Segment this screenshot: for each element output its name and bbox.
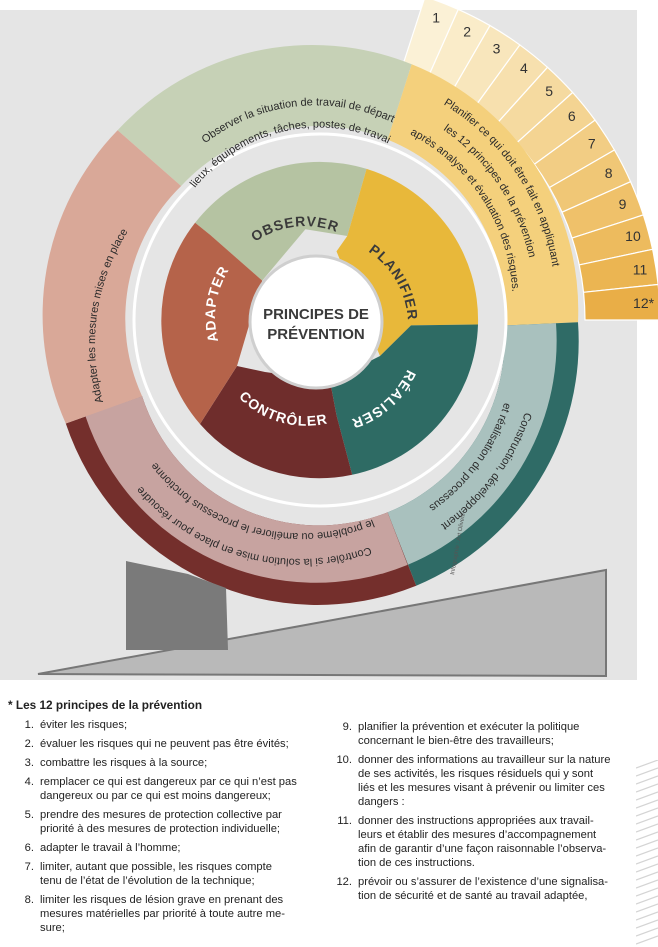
center-title-line-1: PRINCIPES DE <box>263 306 369 323</box>
principles-legend: * Les 12 principes de la prévention 1. év… <box>0 690 658 947</box>
decorative-stripes <box>636 760 658 945</box>
principle-item: 12. prévoir ou s’assurer de l’existence d… <box>334 875 634 903</box>
ring-segment-controler-light <box>85 396 408 583</box>
principle-text: limiter les risques de lésion grave en p… <box>40 894 285 934</box>
principle-text: adapter le travail à l’homme; <box>40 842 181 854</box>
principle-item: 11. donner des instructions appropriées a… <box>334 814 634 870</box>
principle-item: 10. donner des informations au travailleu… <box>334 753 634 809</box>
principle-number: 4. <box>24 776 34 788</box>
fan-number-7: 7 <box>588 136 596 152</box>
ring-segment-adapter <box>42 130 182 424</box>
principle-item: 7. limiter, autant que possible, les risq… <box>16 860 316 888</box>
fan-number-4: 4 <box>520 60 528 76</box>
outer-ring <box>42 44 579 605</box>
legend-column-left: 1. éviter les risques; 2. évaluer les risqu… <box>16 718 316 940</box>
fan-number-2: 2 <box>463 23 471 39</box>
inner-segment-observer <box>195 161 367 281</box>
principle-number: 2. <box>24 738 34 750</box>
base-block <box>126 561 228 650</box>
legend-column-right: 9. planifier la prévention et exécuter la… <box>334 720 634 908</box>
fan-number-12: 12* <box>633 295 655 311</box>
principle-number: 8. <box>24 894 34 906</box>
principle-number: 5. <box>24 809 34 821</box>
fan-number-10: 10 <box>625 228 641 244</box>
fan-number-9: 9 <box>619 196 627 212</box>
principle-item: 1. éviter les risques; <box>16 718 316 732</box>
principle-number: 9. <box>342 721 352 733</box>
fan-wedge-12 <box>582 283 658 321</box>
principle-number: 12. <box>336 876 352 888</box>
fan-number-11: 11 <box>633 261 648 277</box>
fan-number-3: 3 <box>493 40 501 56</box>
fan-wedge-11 <box>578 248 658 293</box>
principle-text: prendre des mesures de protection collec… <box>40 809 282 835</box>
principle-number: 11. <box>337 815 352 827</box>
principle-text: donner des informations au travailleur s… <box>358 754 611 808</box>
principle-item: 5. prendre des mesures de protection coll… <box>16 808 316 836</box>
ring-segment-observer <box>117 44 412 187</box>
fan-number-8: 8 <box>605 165 613 181</box>
inner-segment-controler <box>200 366 353 479</box>
principle-number: 3. <box>24 757 34 769</box>
principle-item: 9. planifier la prévention et exécuter la… <box>334 720 634 748</box>
principle-text: combattre les risques à la source; <box>40 757 208 769</box>
ring-segment-realiser-light <box>387 323 557 565</box>
legend-title: * Les 12 principes de la prévention <box>8 698 203 712</box>
fan-number-5: 5 <box>545 83 553 99</box>
principle-item: 8. limiter les risques de lésion grave en… <box>16 893 316 935</box>
principle-number: 10. <box>336 754 352 766</box>
middle-band-edge <box>132 132 508 508</box>
principle-text: limiter, autant que possible, les risque… <box>40 861 272 887</box>
principle-text: planifier la prévention et exécuter la p… <box>358 721 580 747</box>
principle-text: éviter les risques; <box>40 719 128 731</box>
principle-item: 3. combattre les risques à la source; <box>16 756 316 770</box>
principle-text: prévoir ou s’assurer de l’existence d’un… <box>358 876 608 902</box>
principle-text: remplacer ce qui est dangereux par ce qu… <box>40 776 297 802</box>
center-title-line-2: PRÉVENTION <box>267 326 365 343</box>
principle-number: 1. <box>24 719 34 731</box>
principle-item: 2. évaluer les risques qui ne peuvent pas… <box>16 737 316 751</box>
principle-text: évaluer les risques qui ne peuvent pas ê… <box>40 738 289 750</box>
fan-number-1: 1 <box>432 10 440 26</box>
principle-item: 4. remplacer ce qui est dangereux par ce … <box>16 775 316 803</box>
ring-segment-planifier <box>387 64 579 326</box>
center-circle <box>248 254 384 390</box>
principle-item: 6. adapter le travail à l’homme; <box>16 841 316 855</box>
principle-number: 7. <box>24 861 34 873</box>
inner-segment-realiser <box>330 324 478 475</box>
principle-text: donner des instructions appropriées aux … <box>358 815 607 869</box>
principle-number: 6. <box>24 842 34 854</box>
inner-segment-adapter <box>161 222 263 424</box>
fan-number-6: 6 <box>568 108 576 124</box>
